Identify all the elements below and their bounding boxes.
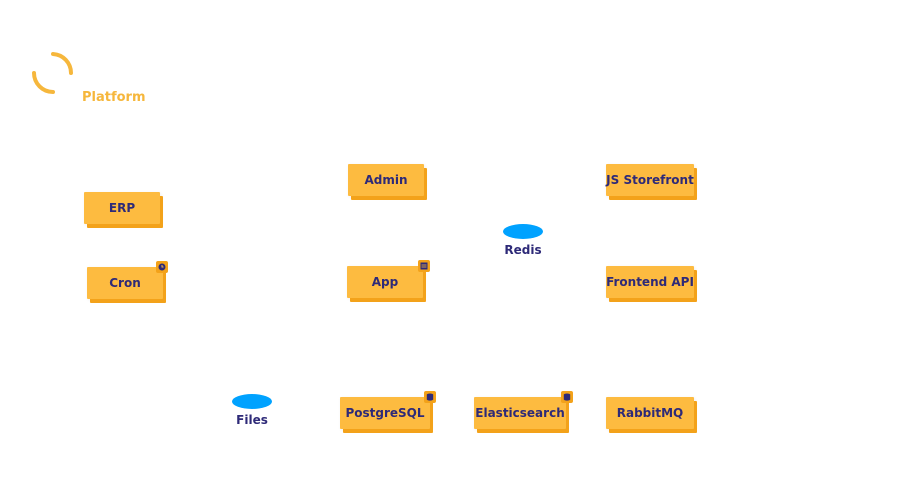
ring-logo-icon [32, 52, 74, 94]
postgresql-label: PostgreSQL [345, 406, 425, 420]
logo-text: Platform [82, 90, 146, 105]
erp-node[interactable]: ERP [84, 192, 160, 224]
elasticsearch-label: Elasticsearch [475, 406, 565, 420]
clock-icon [156, 261, 168, 273]
elasticsearch-node[interactable]: Elasticsearch [474, 397, 566, 429]
cron-label: Cron [109, 276, 141, 290]
rabbitmq-node[interactable]: RabbitMQ [606, 397, 694, 429]
files-storage-icon [232, 394, 272, 409]
platform-logo: Platform [30, 50, 160, 110]
database-icon [561, 391, 573, 403]
frontend-api-node[interactable]: Frontend API [606, 266, 694, 298]
redis-label: Redis [504, 243, 542, 257]
postgresql-node[interactable]: PostgreSQL [340, 397, 430, 429]
admin-node[interactable]: Admin [348, 164, 424, 196]
app-label: App [371, 275, 399, 289]
js-storefront-node[interactable]: JS Storefront [606, 164, 694, 196]
files-label: Files [236, 413, 268, 427]
app-node[interactable]: App [347, 266, 423, 298]
cron-node[interactable]: Cron [87, 267, 163, 299]
redis-cache-icon [503, 224, 543, 239]
server-icon [418, 260, 430, 272]
database-icon [424, 391, 436, 403]
